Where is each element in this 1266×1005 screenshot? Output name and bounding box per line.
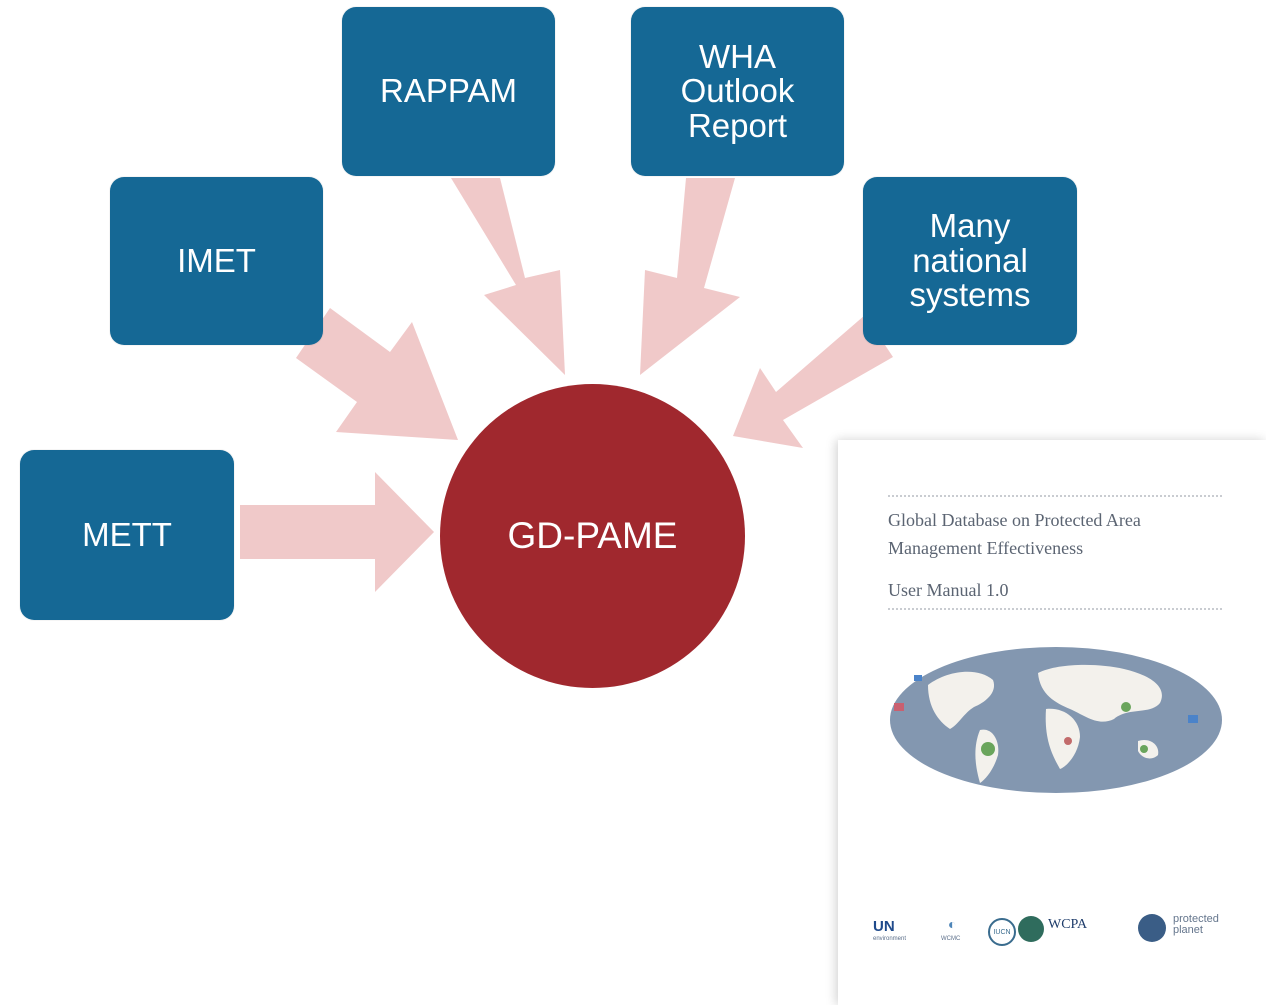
world-map-image: [890, 647, 1222, 793]
cover-title-line2: Management Effectiveness: [888, 538, 1084, 558]
node-imet-label: IMET: [177, 241, 256, 279]
node-wha-label: WHA Outlook Report: [680, 37, 795, 144]
manual-cover-image: Global Database on Protected Area Manage…: [838, 440, 1266, 1005]
cover-subtitle: User Manual 1.0: [888, 580, 1009, 600]
node-wha-outlook-report: WHA Outlook Report: [631, 7, 844, 176]
node-rappam-label: RAPPAM: [380, 72, 517, 110]
node-mett: METT: [20, 450, 234, 620]
node-mett-label: METT: [82, 515, 172, 553]
unep-wcmc-subtext: WCMC: [941, 936, 961, 942]
node-many-national-systems: Many national systems: [863, 177, 1077, 345]
cover-divider-top: [888, 495, 1222, 497]
arrow-wha: [640, 178, 740, 375]
unep-wcmc-icon: ◐: [948, 916, 957, 932]
wcpa-icon: [1018, 916, 1044, 942]
un-logo-subtext: environment: [873, 936, 907, 942]
protected-planet-logo: protected planet: [1173, 913, 1219, 936]
arrow-rappam: [451, 178, 565, 375]
hub-label: GD-PAME: [507, 515, 678, 556]
node-imet: IMET: [110, 177, 323, 345]
iucn-logo: IUCN: [988, 918, 1016, 946]
node-many-label: Many national systems: [909, 207, 1031, 314]
cover-title-line1: Global Database on Protected Area: [888, 510, 1141, 530]
wcpa-logo: WCPA: [1048, 917, 1088, 932]
hub-gd-pame: GD-PAME: [440, 384, 745, 688]
cover-divider-bottom: [888, 608, 1222, 610]
un-logo: UN: [873, 918, 895, 935]
protected-planet-icon: [1138, 914, 1166, 942]
node-rappam: RAPPAM: [342, 7, 555, 176]
arrow-mett: [240, 472, 434, 592]
arrow-imet: [296, 308, 458, 440]
cover-logos: UN environment ◐ WCMC IUCN WCPA protecte…: [873, 910, 1233, 950]
arrow-many: [733, 315, 893, 448]
